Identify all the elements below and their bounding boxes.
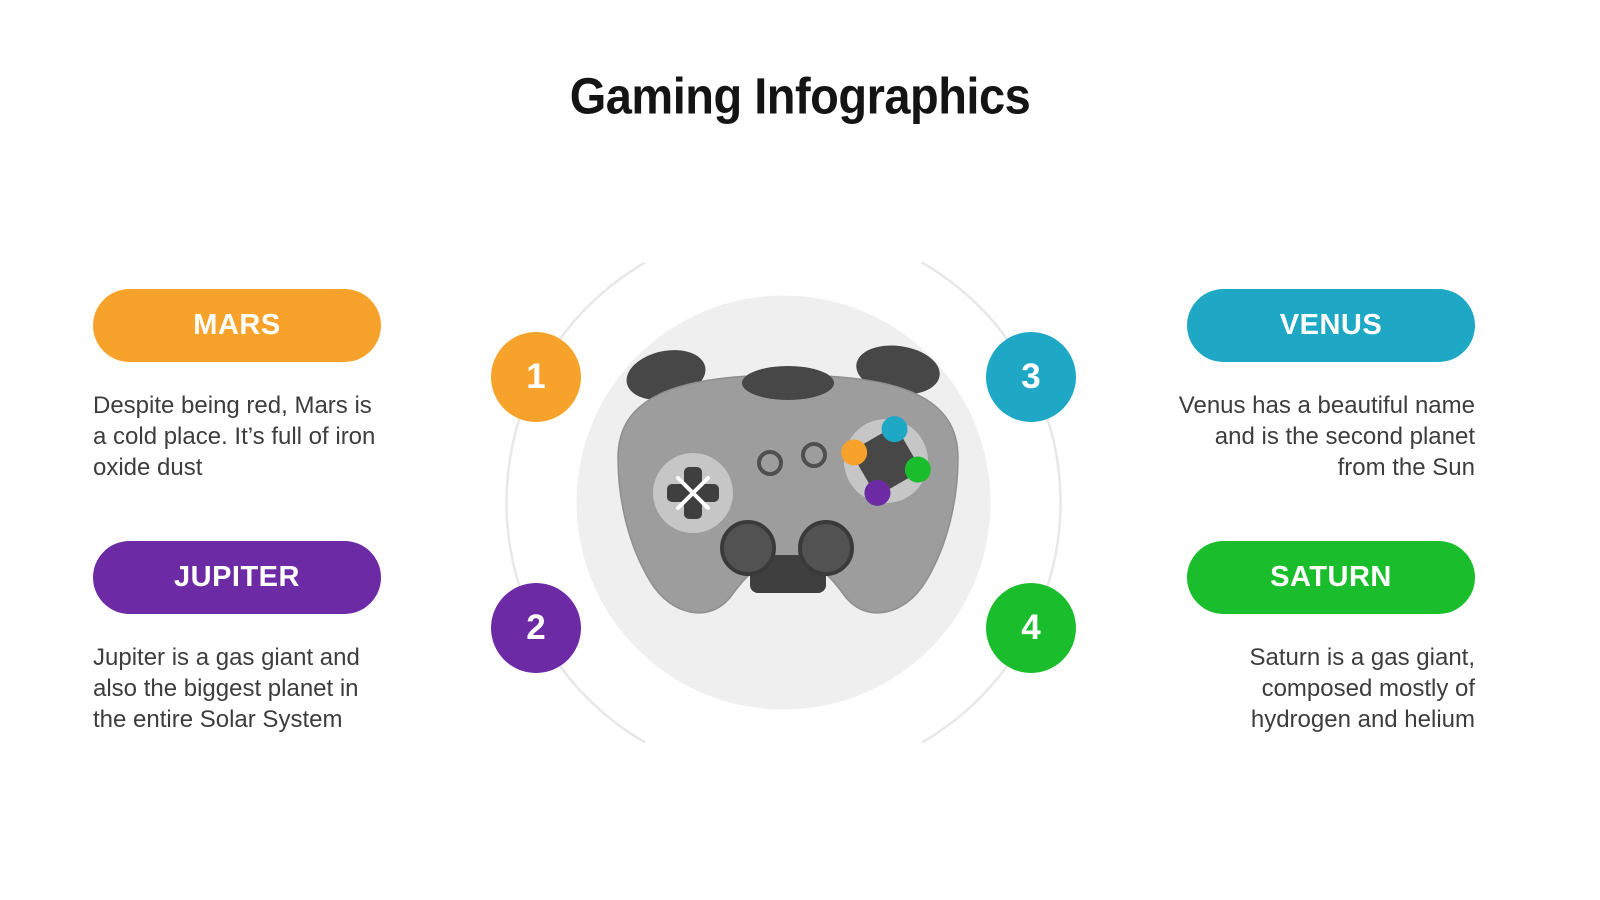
step-4-number: 4 (1021, 608, 1041, 647)
dpad-icon (653, 453, 733, 533)
action-button-teal (881, 416, 908, 443)
action-button-orange (841, 439, 868, 466)
game-controller (617, 345, 959, 614)
venus-label-pill: VENUS (1187, 289, 1475, 362)
step-1-badge: 1 (491, 332, 581, 422)
mars-label-pill: MARS (93, 289, 381, 362)
action-button-green (904, 456, 931, 483)
step-1-number: 1 (526, 357, 546, 396)
game-controller-illustration (505, 224, 1062, 781)
step-2-badge: 2 (491, 583, 581, 673)
jupiter-description: Jupiter is a gas giant and also the bigg… (93, 644, 360, 733)
saturn-description: Saturn is a gas giant, composed mostly o… (1249, 644, 1475, 733)
left-analog-stick-icon (720, 520, 776, 576)
action-button-purple (864, 479, 891, 506)
jupiter-label: JUPITER (174, 561, 300, 593)
step-3-number: 3 (1021, 357, 1041, 396)
mars-label: MARS (193, 309, 281, 341)
step-2-number: 2 (526, 608, 546, 647)
saturn-label-pill: SATURN (1187, 541, 1475, 614)
venus-label: VENUS (1279, 309, 1383, 341)
page-title: Gaming Infographics (569, 66, 1031, 125)
venus-description: Venus has a beautiful name and is the se… (1178, 392, 1475, 481)
right-analog-stick-icon (798, 520, 854, 576)
orbit-ring (505, 224, 1062, 781)
step-3-badge: 3 (986, 332, 1076, 422)
controller-top-hump-icon (742, 366, 834, 400)
step-4-badge: 4 (986, 583, 1076, 673)
jupiter-label-pill: JUPITER (93, 541, 381, 614)
action-buttons-icon (841, 416, 931, 506)
select-button-icon (757, 450, 783, 476)
start-button-icon (801, 442, 827, 468)
saturn-label: SATURN (1270, 561, 1392, 593)
mars-description: Despite being red, Mars is a cold place.… (93, 392, 376, 481)
